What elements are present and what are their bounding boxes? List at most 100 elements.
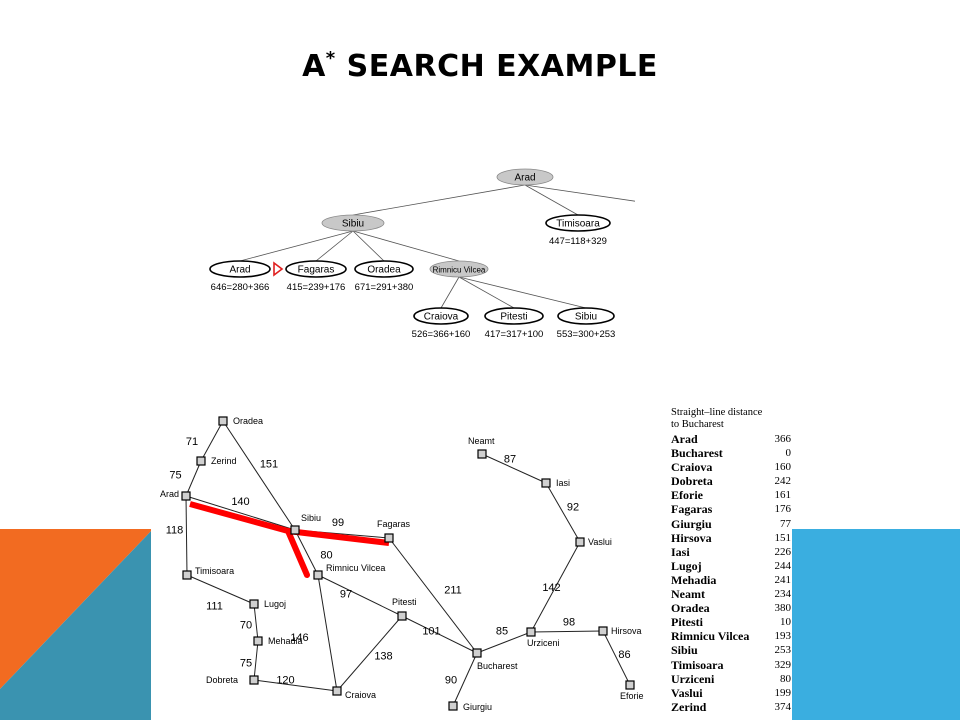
sld-city-name: Mehadia	[671, 572, 717, 587]
road-arad-timisoara	[185, 495, 188, 576]
corner-decoration-left	[0, 529, 153, 720]
tree-node-ellipse	[321, 214, 385, 232]
road-distance-label: 146	[290, 632, 308, 644]
road-distance-label: 75	[169, 470, 181, 482]
city-name-label: Timisoara	[195, 566, 234, 576]
selection-arrow-icon	[273, 261, 284, 277]
city-rimnicu: Rimnicu Vilcea	[313, 563, 385, 580]
city-name-label: Craiova	[345, 690, 376, 700]
city-name-label: Mehadia	[268, 636, 303, 646]
road-distance-label: 140	[231, 496, 249, 508]
tree-node-sibiu: Sibiu	[321, 214, 385, 232]
sld-city-name: Craiova	[671, 460, 713, 475]
sld-city-name: Sibiu	[671, 643, 698, 658]
road-timisoara-lugoj	[186, 574, 255, 605]
road-dobreta-craiova	[253, 679, 338, 692]
road-oradea-zerind	[200, 420, 224, 462]
sld-distance-value: 151	[774, 531, 792, 544]
city-timisoara: Timisoara	[182, 566, 234, 580]
tree-node-ellipse	[285, 260, 347, 278]
tree-edge	[458, 276, 515, 309]
sld-row: Eforie 161	[671, 488, 791, 502]
city-name-label: Zerind	[211, 456, 237, 466]
sld-distance-value: 80	[780, 672, 791, 685]
highlighted-path	[189, 501, 390, 578]
city-bucharest: Bucharest	[472, 648, 518, 671]
tree-edge	[524, 184, 635, 202]
tree-node-label: Craiova	[424, 312, 459, 323]
tree-node-label: Pitesti	[500, 312, 527, 323]
sld-distance-value: 234	[774, 588, 792, 601]
city-name-label: Lugoj	[264, 599, 286, 609]
road-distance-label: 75	[240, 658, 252, 670]
city-marker	[313, 570, 323, 580]
road-mehadia-dobreta	[253, 640, 259, 681]
corner-decoration-right	[792, 529, 960, 720]
city-hirsova: Hirsova	[598, 626, 642, 636]
tree-node-label: Timisoara	[556, 219, 600, 230]
road-urziceni-hirsova	[530, 630, 604, 633]
city-name-label: Fagaras	[377, 519, 411, 529]
road-iasi-neamt	[481, 453, 547, 484]
tree-node-label: Oradea	[367, 265, 401, 276]
sld-row: Lugoj 244	[671, 559, 791, 573]
sld-city-name: Eforie	[671, 488, 703, 503]
road-distance-label: 85	[496, 626, 508, 638]
sld-distance-value: 374	[774, 700, 792, 713]
tree-edge	[352, 184, 526, 216]
city-dobreta: Dobreta	[206, 675, 259, 685]
sld-distance-value: 0	[785, 447, 792, 460]
road-distance-label: 97	[340, 589, 352, 601]
tree-edge	[352, 230, 460, 262]
city-name-label: Giurgiu	[463, 702, 492, 712]
city-pitesti: Pitesti	[392, 597, 417, 621]
city-marker	[249, 675, 259, 685]
city-oradea: Oradea	[218, 416, 263, 426]
sld-city-name: Iasi	[671, 544, 690, 559]
sld-distance-value: 161	[774, 489, 792, 502]
sld-distance-value: 242	[774, 475, 792, 488]
sld-city-name: Giurgiu	[671, 516, 712, 531]
city-marker	[598, 626, 608, 636]
city-marker	[575, 537, 585, 547]
road-distance-label: 138	[374, 651, 392, 663]
city-name-label: Iasi	[556, 478, 570, 488]
tree-node-f-value: 417=317+100	[485, 329, 544, 340]
city-name-label: Neamt	[468, 436, 495, 446]
road-distance-label: 142	[542, 582, 560, 594]
road-bucharest-giurgiu	[452, 652, 478, 707]
sld-caption: Straight–line distance to Bucharest	[671, 407, 791, 431]
sld-city-name: Fagaras	[671, 502, 713, 517]
city-name-label: Urziceni	[527, 638, 560, 648]
sld-distance-value: 176	[774, 503, 792, 516]
sld-distance-value: 244	[774, 559, 792, 572]
slide-title: A* SEARCH EXAMPLE	[302, 48, 658, 84]
city-fagaras: Fagaras	[377, 519, 411, 543]
road-distance-label: 111	[206, 601, 223, 613]
city-marker	[397, 611, 407, 621]
city-marker	[332, 686, 342, 696]
city-marker	[253, 636, 263, 646]
city-name-label: Arad	[160, 489, 179, 499]
road-craiova-pitesti	[336, 615, 403, 692]
sld-city-name: Lugoj	[671, 558, 702, 573]
sld-distance-value: 226	[774, 545, 792, 558]
road-arad-sibiu	[185, 495, 296, 531]
tree-node-ellipse	[209, 260, 271, 278]
road-distance-label: 80	[320, 550, 332, 562]
sld-distance-value: 199	[774, 686, 792, 699]
city-name-label: Oradea	[233, 416, 263, 426]
